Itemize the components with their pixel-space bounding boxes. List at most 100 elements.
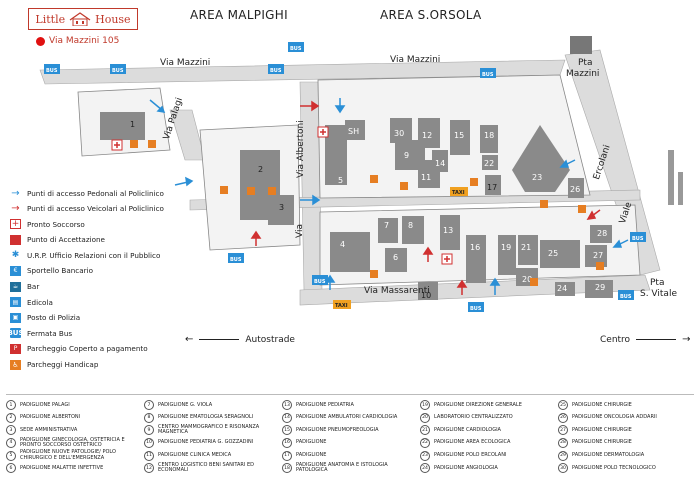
pta-vitale-label-2: S. Vitale — [640, 289, 677, 299]
svg-text:22: 22 — [484, 159, 494, 168]
street-via-albertoni: Via Albertoni — [296, 120, 306, 178]
emergency-cross-icon: + — [10, 219, 21, 230]
bar-cup-icon: ☕ — [10, 281, 21, 292]
building-14 — [432, 150, 448, 172]
pavilion-name: PADIGLIONE CARDIOLOGIA — [434, 426, 501, 433]
urp-icon: ✱ — [11, 250, 20, 261]
hospital-map[interactable]: 1 2 3 4 5 6 7 8 9 10 11 12 13 14 15 16 1… — [0, 0, 700, 390]
pavilion-number: 17 — [282, 450, 292, 461]
building-27 — [585, 245, 607, 267]
pavilion-name: CENTRO MAMMOGRAFICO E RISONANZA MAGNETIC… — [158, 424, 260, 436]
pavilion-number: 30 — [558, 463, 568, 474]
svg-text:24: 24 — [557, 284, 567, 293]
building-6 — [385, 248, 407, 272]
red-arrow-icon: → — [11, 203, 20, 215]
reception-icon — [10, 234, 21, 245]
address: Via Mazzini 105 — [36, 36, 119, 46]
legend-row-reception: Punto di Accettazione — [10, 233, 185, 247]
arrow-left-icon: ← — [185, 334, 194, 345]
building-1 — [100, 112, 145, 140]
pavilion-number: 27 — [558, 425, 568, 436]
building-10 — [418, 282, 438, 300]
svg-text:BUS: BUS — [632, 236, 644, 242]
pavilion-number: 2 — [6, 412, 16, 423]
pavilion-number: 29 — [558, 450, 568, 461]
roads — [39, 49, 661, 306]
area-sorsola-label: AREA S.ORSOLA — [380, 8, 482, 22]
legend-row-police: ▣ Posto di Polizia — [10, 311, 185, 325]
handicap-icon: ♿ — [10, 359, 21, 370]
pavilion-number: 25 — [558, 400, 568, 411]
pavilion-number: 9 — [144, 425, 154, 436]
pavilion-number: 12 — [144, 463, 154, 474]
building-number-labels: 1 2 3 4 5 6 7 8 9 10 11 12 13 14 15 16 1… — [130, 120, 607, 300]
pavilion-entry: 25 PADIGLIONE CHIRURGIE — [558, 399, 690, 412]
building-30 — [390, 118, 412, 143]
building-29 — [585, 280, 613, 298]
svg-text:6: 6 — [393, 253, 398, 262]
pavilion-name: PADIGLIONE MALATTIE INFETTIVE — [20, 464, 104, 471]
building-28 — [590, 225, 612, 243]
pavilion-name: PADIGLIONE — [296, 439, 327, 446]
bus-stops: BUS BUS BUS BUS BUS BUS BUS BUS BUS BUS — [44, 42, 646, 312]
svg-text:TAXI: TAXI — [452, 190, 465, 196]
building-13 — [440, 215, 460, 250]
vehicle-access-arrows — [250, 100, 601, 295]
pavilion-name: PADIGLIONE EMATOLOGIA SERAGNOLI — [158, 414, 254, 421]
pavilion-name: PADIGLIONE NUOVE PATOLOGIE/ POLO CHIRURG… — [20, 449, 116, 461]
pavilion-number: 24 — [420, 463, 430, 474]
porta-mazzini-icon — [570, 36, 592, 54]
building-18 — [480, 125, 498, 153]
svg-text:BUS: BUS — [482, 72, 494, 78]
svg-text:2: 2 — [258, 165, 263, 174]
pavilion-name: PADIGLIONE AREA ECOLOGICA — [434, 439, 511, 446]
building-22 — [482, 155, 498, 170]
pavilion-number: 15 — [282, 425, 292, 436]
pavilion-number: 14 — [282, 412, 292, 423]
pta-vitale-label-1: Pta — [650, 278, 665, 288]
svg-text:9: 9 — [404, 151, 409, 160]
svg-text:4: 4 — [340, 240, 345, 249]
location-pin-icon — [36, 36, 45, 46]
pavilion-name: PADIGLIONE CHIRURGIE — [572, 401, 632, 408]
legend-row-pedestrian: → Punti di accesso Pedonali al Policlini… — [11, 187, 164, 199]
svg-text:25: 25 — [548, 249, 558, 258]
pavilion-entry: 30 PADIGLIONE POLO TECNOLOGICO — [558, 462, 690, 475]
svg-text:8: 8 — [408, 221, 413, 230]
direction-autostrade: ← Autostrade — [185, 334, 295, 345]
svg-text:29: 29 — [595, 283, 605, 292]
legend-row-bar: ☕ Bar — [10, 280, 185, 294]
legend-row-handicap: ♿ Parcheggi Handicap — [10, 358, 185, 372]
address-text: Via Mazzini 105 — [49, 36, 120, 46]
svg-text:BUS: BUS — [290, 46, 302, 52]
svg-text:BUS: BUS — [620, 294, 632, 300]
pavilion-name: PADIGLIONE PEDIATRIA G. GOZZADINI — [158, 439, 254, 446]
svg-text:BUS: BUS — [46, 68, 58, 74]
street-via-massarenti: Via Massarenti — [364, 286, 430, 296]
pavilion-name: PADIGLIONE ONCOLOGIA ADDARII — [572, 414, 657, 421]
pavilion-name: PADIGLIONE DERMATOLOGIA — [572, 451, 645, 458]
pavilion-number: 8 — [144, 412, 154, 423]
building-23 — [512, 125, 570, 192]
building-5 — [325, 125, 347, 185]
svg-text:23: 23 — [532, 173, 542, 182]
svg-text:11: 11 — [421, 173, 431, 182]
police-icon: ▣ — [10, 312, 21, 323]
svg-text:16: 16 — [470, 243, 480, 252]
map-legend: → Punti di accesso Pedonali al Policlini… — [7, 186, 185, 373]
pavilion-name: PADIGLIONE POLO TECNOLOGICO — [572, 464, 656, 471]
bus-stop-icon: BUS — [7, 328, 24, 339]
pedestrian-access-arrows — [149, 98, 629, 295]
